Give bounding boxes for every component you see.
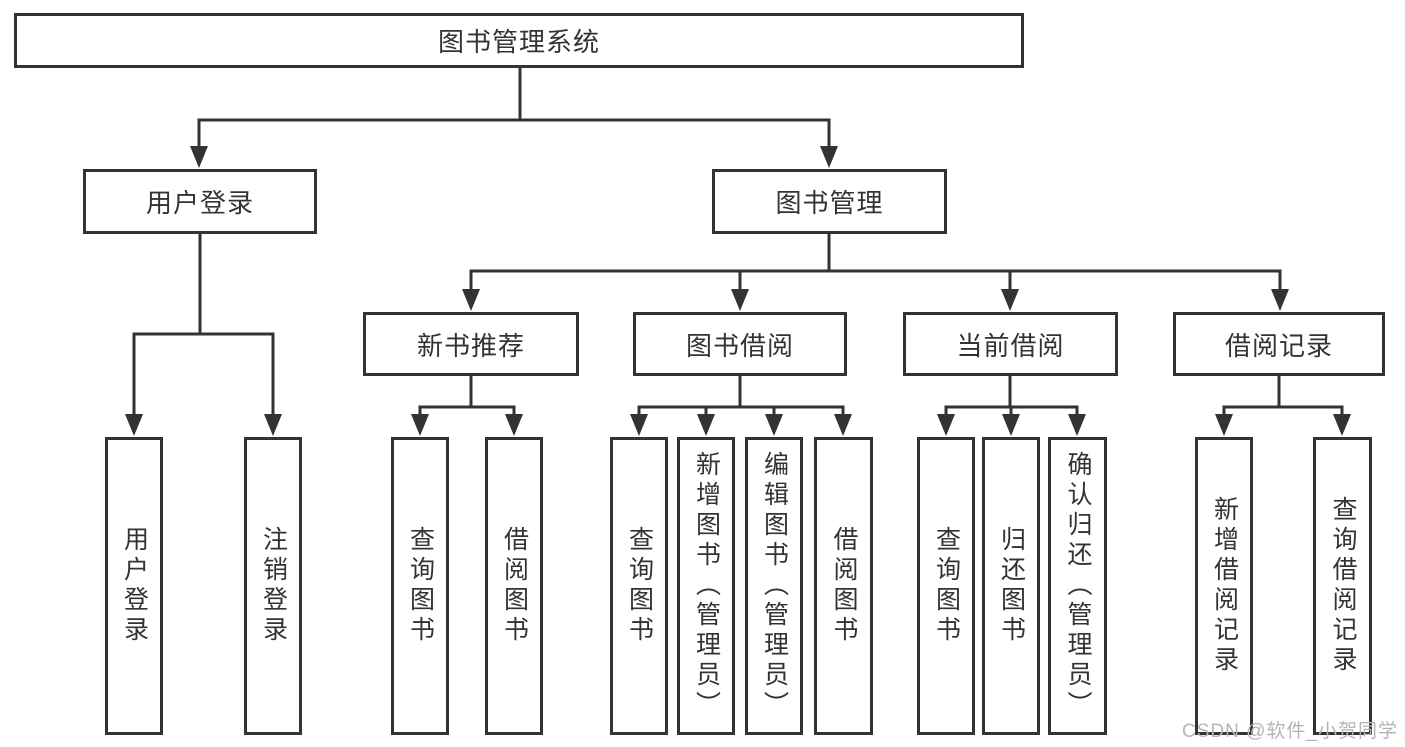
edge-level2-rail <box>190 118 838 168</box>
leaf-nbr-borrow-books: 借阅图书 <box>485 437 543 735</box>
watermark: CSDN @软件_小贺同学 <box>1182 721 1398 742</box>
leaf-br-add-record-label: 新增借阅记录 <box>1210 496 1239 676</box>
leaf-cb-return-books-label: 归还图书 <box>997 526 1026 646</box>
leaf-bb-edit-books-admin-label: 编辑图书（管理员） <box>760 451 789 721</box>
leaf-logout: 注销登录 <box>244 437 302 735</box>
leaf-nbr-borrow-books-label: 借阅图书 <box>500 526 529 646</box>
node-book-management-label: 图书管理 <box>775 188 884 218</box>
leaf-nbr-query-books-label: 查询图书 <box>406 526 435 646</box>
node-current-borrow: 当前借阅 <box>903 312 1118 376</box>
edge-new-book-group <box>411 376 523 436</box>
leaf-bb-add-books-admin-label: 新增图书（管理员） <box>692 451 721 721</box>
leaf-bb-borrow-books-label: 借阅图书 <box>830 526 858 646</box>
node-user-login-label: 用户登录 <box>145 188 254 218</box>
node-borrow-records-label: 借阅记录 <box>1224 330 1333 361</box>
node-user-login: 用户登录 <box>83 169 317 234</box>
leaf-nbr-query-books: 查询图书 <box>391 437 449 735</box>
node-current-borrow-label: 当前借阅 <box>956 330 1065 361</box>
leaf-user-login-label: 用户登录 <box>120 526 149 646</box>
leaf-bb-add-books-admin: 新增图书（管理员） <box>677 437 735 735</box>
leaf-br-add-record: 新增借阅记录 <box>1195 437 1253 735</box>
leaf-bb-query-books: 查询图书 <box>610 437 668 735</box>
node-root-label: 图书管理系统 <box>437 27 600 57</box>
node-book-borrow: 图书借阅 <box>633 312 847 376</box>
leaf-logout-label: 注销登录 <box>259 526 288 646</box>
node-root: 图书管理系统 <box>14 13 1024 68</box>
leaf-user-login: 用户登录 <box>105 437 163 735</box>
leaf-br-query-record-label: 查询借阅记录 <box>1329 496 1357 676</box>
leaf-bb-edit-books-admin: 编辑图书（管理员） <box>745 437 803 735</box>
leaf-cb-confirm-return-admin: 确认归还（管理员） <box>1048 437 1107 735</box>
leaf-br-query-record: 查询借阅记录 <box>1313 437 1372 735</box>
edge-book-borrow-group <box>630 376 852 436</box>
edge-current-borrow-group <box>937 376 1086 436</box>
node-book-borrow-label: 图书借阅 <box>685 330 794 361</box>
edge-level3-rail <box>462 234 1289 311</box>
node-borrow-records: 借阅记录 <box>1173 312 1385 376</box>
leaf-cb-query-books-label: 查询图书 <box>932 526 961 646</box>
node-book-management: 图书管理 <box>712 169 947 234</box>
leaf-cb-return-books: 归还图书 <box>982 437 1040 735</box>
leaf-bb-query-books-label: 查询图书 <box>625 526 654 646</box>
edge-borrow-record-group <box>1215 376 1351 436</box>
edge-user-login-group <box>125 234 282 436</box>
leaf-cb-query-books: 查询图书 <box>917 437 975 735</box>
node-new-book-recommend: 新书推荐 <box>363 312 579 376</box>
leaf-bb-borrow-books: 借阅图书 <box>814 437 873 735</box>
leaf-cb-confirm-return-admin-label: 确认归还（管理员） <box>1064 451 1092 721</box>
node-new-book-recommend-label: 新书推荐 <box>416 330 525 361</box>
